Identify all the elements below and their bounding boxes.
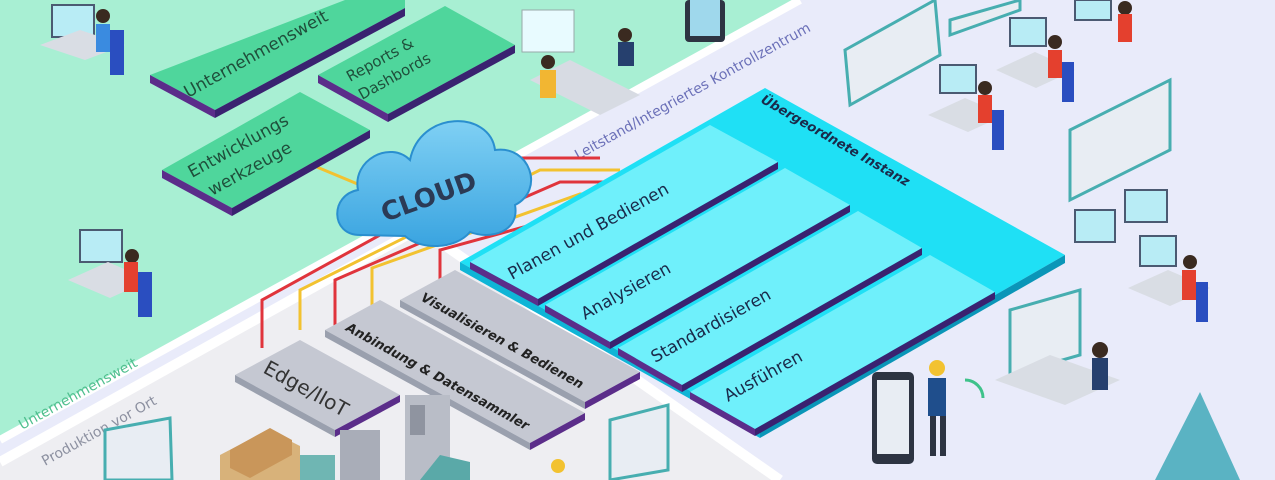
teal-triangle: [1155, 392, 1240, 480]
production-machinery: [220, 395, 470, 480]
workstation-control-3: [1074, 0, 1132, 42]
workstation-enterprise-top: [40, 4, 125, 75]
box-dev-tools: Entwicklungs werkzeuge: [162, 92, 370, 216]
wall-screen-1: [843, 0, 942, 108]
tablet-worker: [872, 360, 985, 464]
cloud-icon: CLOUD: [336, 120, 533, 248]
meeting-table: [521, 9, 640, 115]
workstation-control-6: [995, 288, 1120, 405]
box-reports-dashboards: Reports & Dashbords: [318, 6, 515, 122]
wall-screen-2: [948, 0, 1022, 38]
wall-screen-3: [1068, 77, 1172, 203]
local-monitors: [103, 403, 670, 480]
local-layer-edge: Edge/IIoT: [235, 340, 400, 437]
phone-top: [685, 0, 725, 42]
workstation-control-5: [1128, 235, 1210, 322]
workstation-control-1: [928, 64, 1005, 150]
workstation-control-4: [1074, 189, 1168, 243]
workstation-enterprise-mid: [68, 229, 152, 317]
instance-layer-execute: Ausführen: [690, 255, 995, 436]
workstation-control-2: [996, 17, 1075, 102]
